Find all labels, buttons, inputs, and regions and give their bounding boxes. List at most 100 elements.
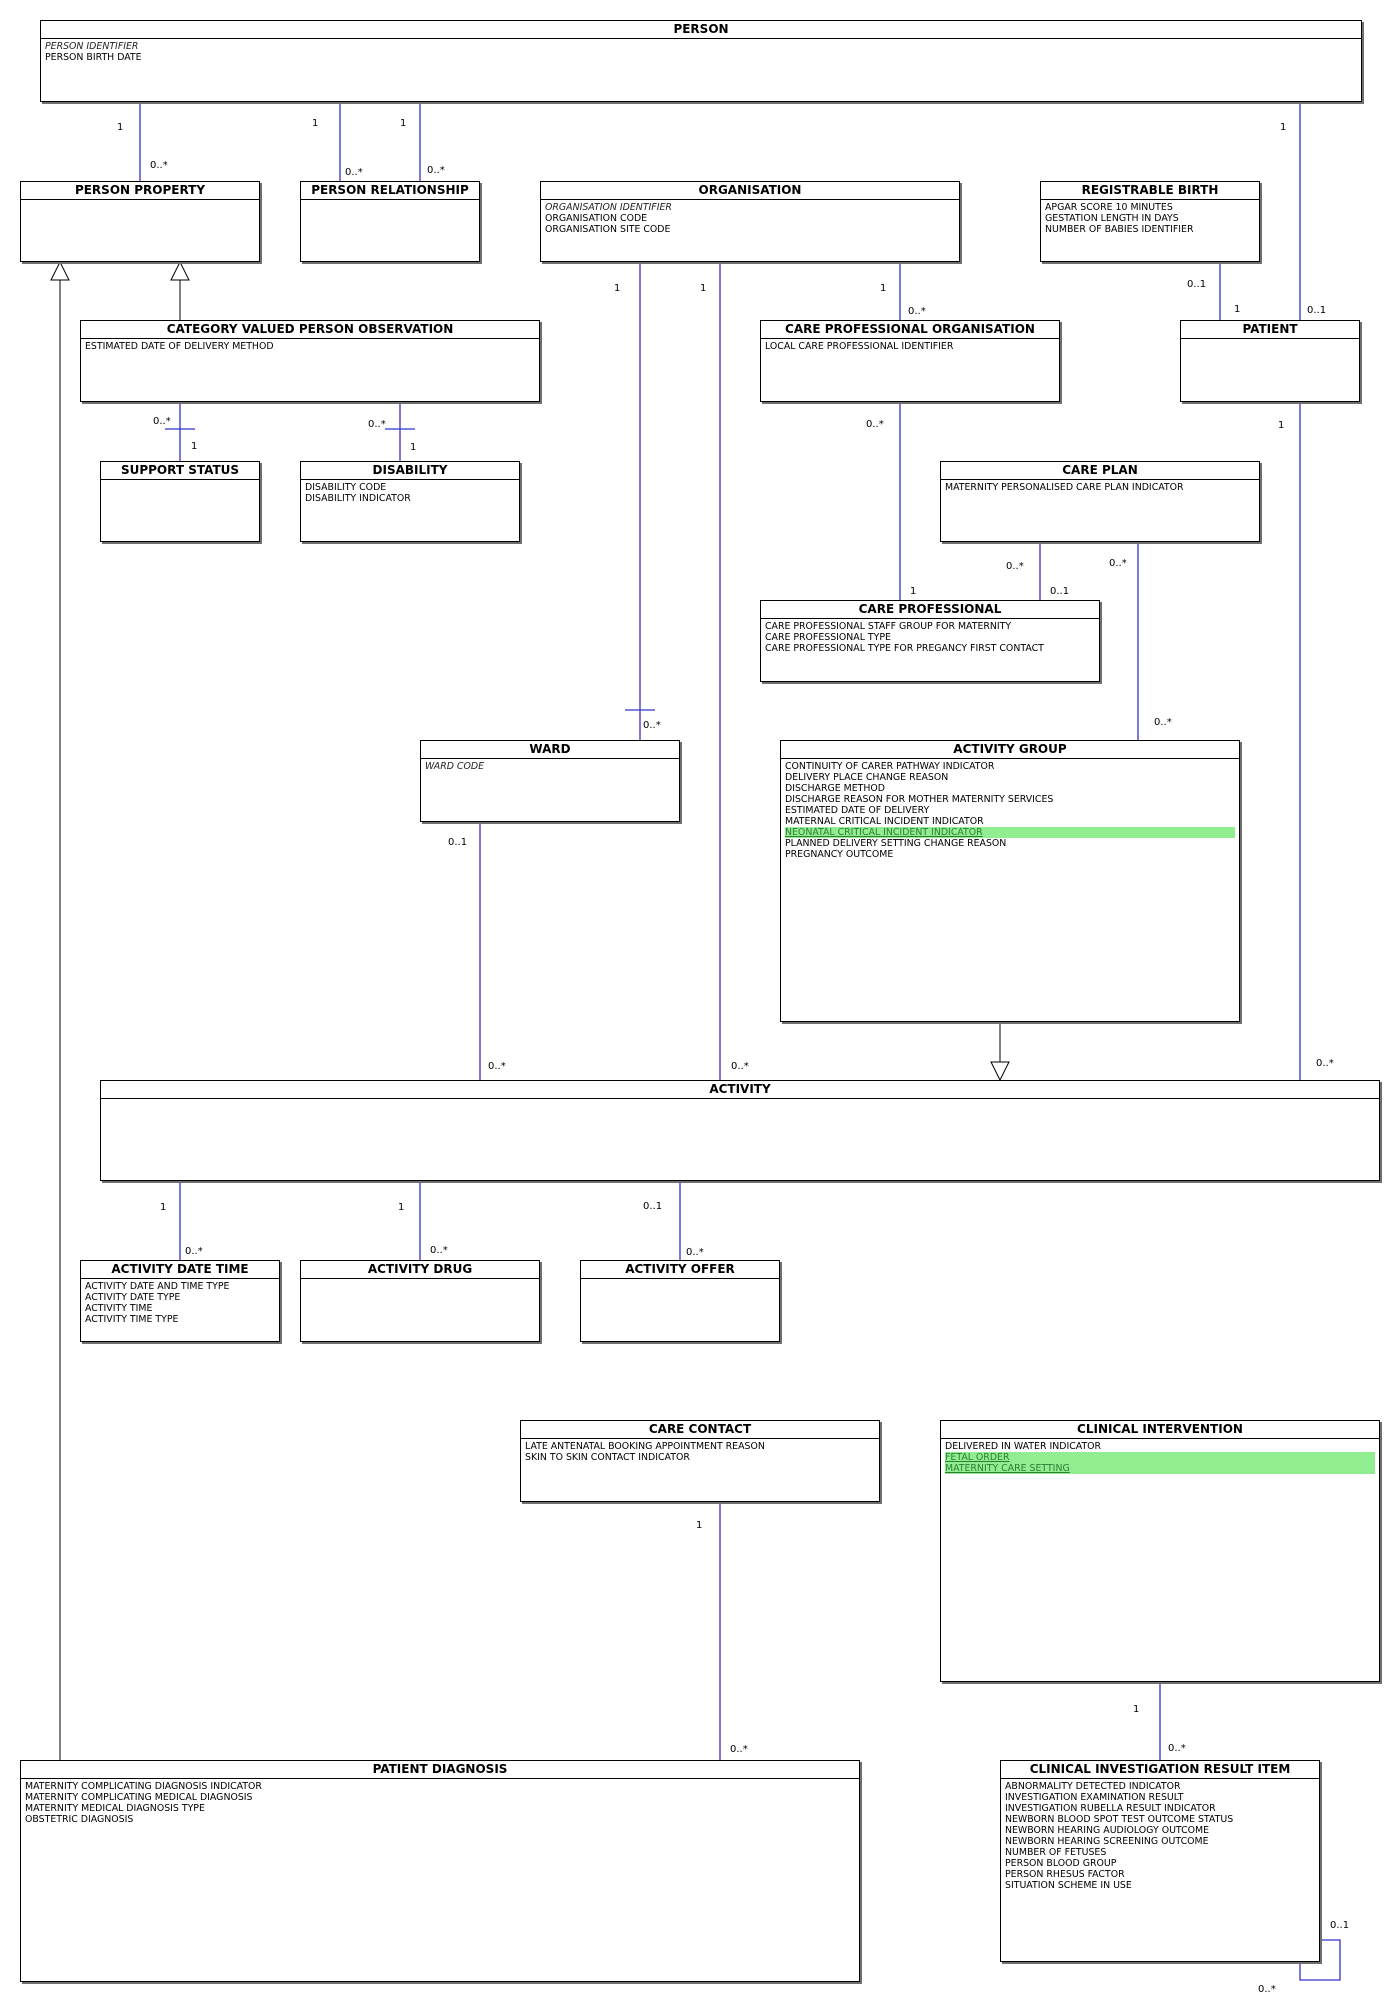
attribute-item: CONTINUITY OF CARER PATHWAY INDICATOR: [785, 761, 995, 772]
multiplicity-label: 0..*: [1316, 1058, 1334, 1069]
multiplicity-label: 0..*: [908, 306, 926, 317]
entity-patient[interactable]: PATIENT: [1180, 320, 1360, 402]
attribute-item: MATERNITY MEDICAL DIAGNOSIS TYPE: [25, 1803, 205, 1814]
entity-title: CARE PLAN: [941, 462, 1259, 480]
entity-title: CARE PROFESSIONAL ORGANISATION: [761, 321, 1059, 339]
entity-support-status[interactable]: SUPPORT STATUS: [100, 461, 260, 542]
entity-ward[interactable]: WARD WARD CODE: [420, 740, 680, 822]
attribute-item: ACTIVITY DATE TYPE: [85, 1292, 181, 1303]
generalization-lines: [50, 260, 1010, 1760]
attribute-list: [101, 1099, 1379, 1101]
attribute-item: CARE PROFESSIONAL STAFF GROUP FOR MATERN…: [765, 621, 1012, 632]
multiplicity-label: 0..*: [150, 160, 168, 171]
attribute-item: APGAR SCORE 10 MINUTES: [1045, 202, 1173, 213]
multiplicity-label: 0..*: [345, 167, 363, 178]
attribute-item: ORGANISATION CODE: [545, 213, 648, 224]
attribute-item: INVESTIGATION RUBELLA RESULT INDICATOR: [1005, 1803, 1216, 1814]
entity-clinical-intervention[interactable]: CLINICAL INTERVENTION DELIVERED IN WATER…: [940, 1420, 1380, 1682]
entity-person-property[interactable]: PERSON PROPERTY: [20, 181, 260, 262]
multiplicity-label: 0..1: [448, 837, 468, 848]
attribute-item: PREGNANCY OUTCOME: [785, 849, 894, 860]
multiplicity-label: 1: [696, 1520, 703, 1531]
attribute-item: LATE ANTENATAL BOOKING APPOINTMENT REASO…: [525, 1441, 765, 1452]
attribute-item: MATERNITY CARE SETTING: [945, 1463, 1375, 1474]
entity-activity-offer[interactable]: ACTIVITY OFFER: [580, 1260, 780, 1342]
multiplicity-label: 1: [1133, 1704, 1140, 1715]
entity-title: ACTIVITY GROUP: [781, 741, 1239, 759]
entity-title: PERSON: [41, 21, 1361, 39]
attribute-item: NEWBORN HEARING SCREENING OUTCOME: [1005, 1836, 1209, 1847]
multiplicity-label: 0..*: [427, 165, 445, 176]
attribute-item: OBSTETRIC DIAGNOSIS: [25, 1814, 134, 1825]
entity-title: PATIENT: [1181, 321, 1359, 339]
attribute-item: CARE PROFESSIONAL TYPE FOR PREGANCY FIRS…: [765, 643, 1044, 654]
entity-title: ACTIVITY: [101, 1081, 1379, 1099]
entity-category-valued-person-observation[interactable]: CATEGORY VALUED PERSON OBSERVATION ESTIM…: [80, 320, 540, 402]
multiplicity-label: 1: [312, 118, 319, 129]
attribute-item: WARD CODE: [425, 761, 484, 772]
attribute-list: [101, 480, 259, 482]
attribute-item: DISABILITY CODE: [305, 482, 387, 493]
association-lines: [139, 102, 1341, 1981]
attribute-item: PLANNED DELIVERY SETTING CHANGE REASON: [785, 838, 1007, 849]
attribute-item: NEONATAL CRITICAL INCIDENT INDICATOR: [785, 827, 1235, 838]
multiplicity-label: 1: [398, 1202, 405, 1213]
attribute-list: CARE PROFESSIONAL STAFF GROUP FOR MATERN…: [761, 619, 1099, 654]
attribute-item: SKIN TO SKIN CONTACT INDICATOR: [525, 1452, 690, 1463]
attribute-item: MATERNITY PERSONALISED CARE PLAN INDICAT…: [945, 482, 1184, 493]
multiplicity-label: 0..*: [488, 1061, 506, 1072]
multiplicity-label: 0..1: [1187, 279, 1207, 290]
entity-title: CLINICAL INVESTIGATION RESULT ITEM: [1001, 1761, 1319, 1779]
entity-title: ACTIVITY DATE TIME: [81, 1261, 279, 1279]
multiplicity-label: 1: [1234, 304, 1241, 315]
entity-care-plan[interactable]: CARE PLAN MATERNITY PERSONALISED CARE PL…: [940, 461, 1260, 542]
entity-title: PATIENT DIAGNOSIS: [21, 1761, 859, 1779]
multiplicity-label: 1: [910, 586, 917, 597]
entity-care-contact[interactable]: CARE CONTACT LATE ANTENATAL BOOKING APPO…: [520, 1420, 880, 1502]
multiplicity-label: 1: [191, 441, 198, 452]
entity-patient-diagnosis[interactable]: PATIENT DIAGNOSIS MATERNITY COMPLICATING…: [20, 1760, 860, 1982]
entity-title: REGISTRABLE BIRTH: [1041, 182, 1259, 200]
attribute-list: [1181, 339, 1359, 341]
attribute-item: INVESTIGATION EXAMINATION RESULT: [1005, 1792, 1184, 1803]
multiplicity-label: 0..*: [185, 1246, 203, 1257]
multiplicity-label: 0..*: [731, 1061, 749, 1072]
entity-activity[interactable]: ACTIVITY: [100, 1080, 1380, 1181]
attribute-item: PERSON IDENTIFIER: [45, 41, 139, 52]
attribute-item: GESTATION LENGTH IN DAYS: [1045, 213, 1179, 224]
attribute-item: ESTIMATED DATE OF DELIVERY METHOD: [85, 341, 274, 352]
entity-clinical-investigation-result-item[interactable]: CLINICAL INVESTIGATION RESULT ITEM ABNOR…: [1000, 1760, 1320, 1962]
entity-care-professional-organisation[interactable]: CARE PROFESSIONAL ORGANISATION LOCAL CAR…: [760, 320, 1060, 402]
assoc-result-item-self: [1299, 1939, 1341, 1981]
entity-activity-date-time[interactable]: ACTIVITY DATE TIME ACTIVITY DATE AND TIM…: [80, 1260, 280, 1342]
entity-activity-drug[interactable]: ACTIVITY DRUG: [300, 1260, 540, 1342]
entity-title: ORGANISATION: [541, 182, 959, 200]
attribute-item: DELIVERY PLACE CHANGE REASON: [785, 772, 949, 783]
attribute-item: DISCHARGE METHOD: [785, 783, 886, 794]
attribute-item: ACTIVITY DATE AND TIME TYPE: [85, 1281, 230, 1292]
attribute-item: MATERNITY COMPLICATING MEDICAL DIAGNOSIS: [25, 1792, 253, 1803]
multiplicity-label: 0..*: [1258, 1984, 1276, 1995]
entity-activity-group[interactable]: ACTIVITY GROUP CONTINUITY OF CARER PATHW…: [780, 740, 1240, 1022]
gen-activity-group-activity-arrow: [990, 1061, 1010, 1082]
multiplicity-label: 0..*: [643, 720, 661, 731]
entity-registrable-birth[interactable]: REGISTRABLE BIRTH APGAR SCORE 10 MINUTES…: [1040, 181, 1260, 262]
entity-care-professional[interactable]: CARE PROFESSIONAL CARE PROFESSIONAL STAF…: [760, 600, 1100, 682]
attribute-item: NEWBORN HEARING AUDIOLOGY OUTCOME: [1005, 1825, 1210, 1836]
entity-person-relationship[interactable]: PERSON RELATIONSHIP: [300, 181, 480, 262]
multiplicity-label: 0..1: [1050, 586, 1070, 597]
attribute-item: ORGANISATION SITE CODE: [545, 224, 671, 235]
multiplicity-label: 1: [410, 442, 417, 453]
attribute-item: DELIVERED IN WATER INDICATOR: [945, 1441, 1102, 1452]
entity-title: ACTIVITY OFFER: [581, 1261, 779, 1279]
attribute-item: SITUATION SCHEME IN USE: [1005, 1880, 1132, 1891]
